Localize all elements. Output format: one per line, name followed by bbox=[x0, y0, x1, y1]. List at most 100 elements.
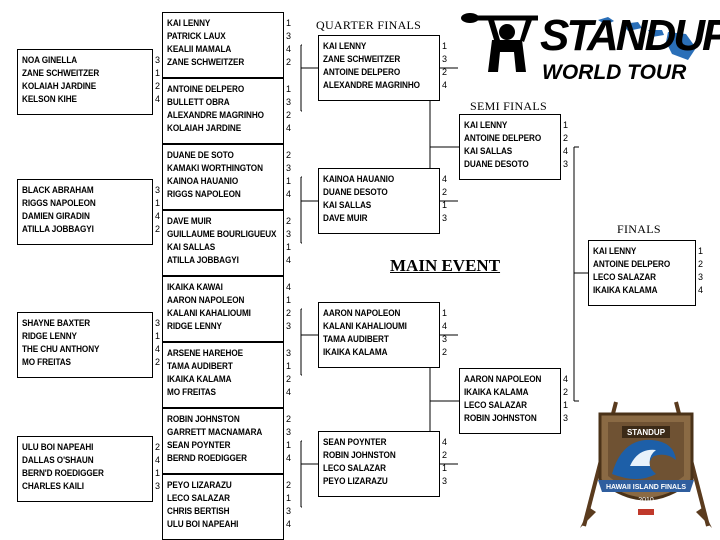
athlete-name: ULU BOI NAPEAHI bbox=[22, 442, 94, 453]
finishing-place: 2 bbox=[286, 57, 292, 67]
finishing-place: 1 bbox=[442, 308, 448, 318]
athlete-name: TAMA AUDIBERT bbox=[323, 334, 389, 345]
finishing-place: 3 bbox=[286, 229, 292, 239]
athlete-name: KAINOA HAUANIO bbox=[323, 174, 395, 185]
athlete-name: ZANE SCHWEITZER bbox=[167, 57, 245, 68]
finishing-place: 4 bbox=[442, 321, 448, 331]
athlete-name: IKAIKA KALAMA bbox=[464, 387, 529, 398]
finishing-place: 2 bbox=[155, 224, 161, 234]
finishing-place: 1 bbox=[563, 400, 569, 410]
athlete-name: CHARLES KAILI bbox=[22, 481, 84, 492]
athlete-name: RIGGS NAPOLEON bbox=[167, 189, 241, 200]
logo-standup-text: STANDUP bbox=[540, 11, 720, 60]
athlete-name: LECO SALAZAR bbox=[323, 463, 386, 474]
athlete-name: KEALII MAMALA bbox=[167, 44, 232, 55]
athlete-name: BULLETT OBRA bbox=[167, 97, 230, 108]
finishing-place: 1 bbox=[286, 295, 292, 305]
finishing-place: 4 bbox=[155, 455, 161, 465]
finishing-place: 2 bbox=[286, 216, 292, 226]
athlete-name: DUANE DE SOTO bbox=[167, 150, 234, 161]
athlete-name: KAI LENNY bbox=[593, 246, 637, 257]
athlete-name: DUANE DESOTO bbox=[464, 159, 529, 170]
finishing-place: 4 bbox=[286, 189, 292, 199]
finishing-place: 3 bbox=[286, 506, 292, 516]
finishing-place: 1 bbox=[286, 361, 292, 371]
finishing-place: 3 bbox=[698, 272, 704, 282]
finishing-place: 4 bbox=[563, 374, 569, 384]
athlete-name: IKAIKA KAWAI bbox=[167, 282, 223, 293]
athlete-name: DALLAS O'SHAUN bbox=[22, 455, 94, 466]
badge-year-text: 2010 bbox=[638, 497, 654, 504]
athlete-name: MO FREITAS bbox=[167, 387, 216, 398]
finishing-place: 2 bbox=[563, 133, 569, 143]
finals-label: FINALS bbox=[617, 222, 661, 236]
finishing-place: 2 bbox=[155, 442, 161, 452]
athlete-name: BERN'D ROEDIGGER bbox=[22, 468, 104, 479]
athlete-name: KAI SALLAS bbox=[323, 200, 372, 211]
athlete-name: BERND ROEDIGGER bbox=[167, 453, 247, 464]
athlete-name: DUANE DESOTO bbox=[323, 187, 388, 198]
hawaii-islands-graphic bbox=[598, 17, 696, 60]
finishing-place: 1 bbox=[155, 331, 161, 341]
athlete-name: BLACK ABRAHAM bbox=[22, 185, 94, 196]
finishing-place: 1 bbox=[442, 200, 448, 210]
athlete-name: NOA GINELLA bbox=[22, 55, 78, 66]
finishing-place: 1 bbox=[155, 68, 161, 78]
finishing-place: 2 bbox=[286, 374, 292, 384]
badge-brand-text: STANDUP bbox=[627, 428, 666, 437]
athlete-name: DAVE MUIR bbox=[167, 216, 212, 227]
finishing-place: 3 bbox=[155, 481, 161, 491]
athlete-name: KALANI KAHALIOUMI bbox=[323, 321, 407, 332]
athlete-name: LECO SALAZAR bbox=[167, 493, 230, 504]
finishing-place: 1 bbox=[286, 440, 292, 450]
finishing-place: 2 bbox=[286, 414, 292, 424]
athlete-name: GARRETT MACNAMARA bbox=[167, 427, 263, 438]
finishing-place: 4 bbox=[155, 344, 161, 354]
athlete-name: KAINOA HAUANIO bbox=[167, 176, 239, 187]
athlete-name: ANTOINE DELPERO bbox=[323, 67, 401, 78]
logo-world-tour-text: WORLD TOUR bbox=[542, 61, 687, 84]
finishing-place: 3 bbox=[286, 31, 292, 41]
athlete-name: ROBIN JOHNSTON bbox=[323, 450, 396, 461]
finishing-place: 3 bbox=[155, 318, 161, 328]
finishing-place: 2 bbox=[442, 187, 448, 197]
athlete-name: ANTOINE DELPERO bbox=[167, 84, 245, 95]
finishing-place: 3 bbox=[442, 334, 448, 344]
athlete-name: ROBIN JOHNSTON bbox=[167, 414, 240, 425]
athlete-name: SEAN POYNTER bbox=[323, 437, 387, 448]
athlete-name: RIGGS NAPOLEON bbox=[22, 198, 96, 209]
athlete-name: KAI LENNY bbox=[167, 18, 211, 29]
finishing-place: 3 bbox=[286, 348, 292, 358]
athlete-name: PEYO LIZARAZU bbox=[167, 480, 232, 491]
athlete-name: AARON NAPOLEON bbox=[323, 308, 401, 319]
finishing-place: 4 bbox=[286, 453, 292, 463]
athlete-name: DAMIEN GIRADIN bbox=[22, 211, 90, 222]
athlete-name: ARSENE HAREHOE bbox=[167, 348, 243, 359]
finishing-place: 1 bbox=[698, 246, 704, 256]
athlete-name: MO FREITAS bbox=[22, 357, 71, 368]
finishing-place: 3 bbox=[442, 476, 448, 486]
semi-finals-label: SEMI FINALS bbox=[470, 99, 547, 113]
athlete-name: ANTOINE DELPERO bbox=[464, 133, 542, 144]
athlete-name: SHAYNE BAXTER bbox=[22, 318, 91, 329]
athlete-name: IKAIKA KALAMA bbox=[593, 285, 658, 296]
finishing-place: 2 bbox=[563, 387, 569, 397]
finishing-place: 1 bbox=[442, 463, 448, 473]
finishing-place: 4 bbox=[155, 211, 161, 221]
athlete-name: KELSON KIHE bbox=[22, 94, 77, 105]
athlete-name: ANTOINE DELPERO bbox=[593, 259, 671, 270]
finishing-place: 1 bbox=[442, 41, 448, 51]
finishing-place: 1 bbox=[286, 84, 292, 94]
athlete-name: IKAIKA KALAMA bbox=[167, 374, 232, 385]
finishing-place: 3 bbox=[563, 159, 569, 169]
finishing-place: 2 bbox=[155, 81, 161, 91]
finishing-place: 4 bbox=[286, 255, 292, 265]
finishing-place: 2 bbox=[442, 67, 448, 77]
